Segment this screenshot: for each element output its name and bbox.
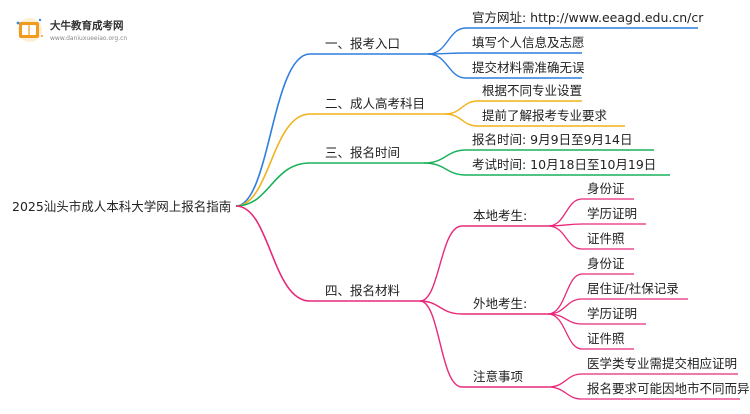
leaf-id-card: 身份证: [587, 256, 625, 271]
branch-label: 三、报名时间: [325, 145, 400, 160]
group-connector: [419, 300, 463, 388]
branch-exam-subjects: 二、成人高考科目 根据不同专业设置 提前了解报考专业要求: [235, 83, 625, 207]
leaf-id-card: 身份证: [587, 181, 625, 196]
leaf-connector: [427, 27, 467, 55]
group-nonlocal-candidates: 外地考生: 身份证 居住证/社保记录 学历证明 证件照: [419, 256, 688, 350]
group-label: 注意事项: [473, 369, 523, 384]
branch-registration-time: 三、报名时间 报名时间: 9月9日至9月14日 考试时间: 10月18日至10月…: [235, 132, 670, 207]
leaf-connector: [444, 100, 479, 115]
leaf-medical-proof: 医学类专业需提交相应证明: [587, 356, 737, 371]
group-connector: [419, 225, 463, 302]
group-local-candidates: 本地考生: 身份证 学历证明 证件照: [419, 181, 646, 302]
leaf-official-site: 官方网址: http://www.eeagd.edu.cn/cr: [472, 10, 704, 25]
logo: 大牛教育成考网 www.daniuxueeiao.org.cn: [16, 18, 127, 42]
leaf-fill-info: 填写个人信息及志愿: [472, 35, 585, 50]
root-title: 2025汕头市成人本科大学网上报名指南: [12, 199, 231, 214]
leaf-education-proof: 学历证明: [587, 206, 637, 221]
leaf-connector: [547, 198, 583, 227]
leaf-photo: 证件照: [587, 231, 625, 246]
leaf-photo: 证件照: [587, 331, 625, 346]
branch-label: 一、报考入口: [325, 36, 400, 51]
leaf-connector: [547, 273, 583, 315]
leaf-connector: [444, 113, 479, 127]
leaf-connector: [547, 373, 583, 388]
leaf-submit-materials: 提交材料需准确无误: [472, 60, 585, 75]
branch-registration-entry: 一、报考入口 官方网址: http://www.eeagd.edu.cn/cr …: [235, 10, 704, 207]
group-notes: 注意事项 医学类专业需提交相应证明 报名要求可能因地市不同而异: [419, 300, 750, 400]
leaf-know-requirements: 提前了解报考专业要求: [482, 108, 608, 123]
leaf-connector: [423, 149, 467, 164]
branch-connector: [235, 113, 311, 207]
leaf-connector: [423, 162, 467, 176]
leaf-connector: [547, 225, 583, 250]
branch-connector: [235, 53, 311, 207]
branch-connector: [235, 162, 311, 207]
branch-label: 四、报名材料: [325, 283, 401, 298]
branch-registration-materials: 四、报名材料 本地考生: 身份证 学历证明 证件照 外地考生: 身份证: [235, 181, 750, 400]
book-logo-icon: [16, 18, 43, 42]
leaf-connector: [547, 313, 583, 350]
leaf-connector: [547, 386, 583, 400]
group-label: 外地考生:: [473, 296, 527, 311]
leaf-connector: [547, 298, 583, 315]
leaf-registration-dates: 报名时间: 9月9日至9月14日: [472, 132, 632, 147]
leaf-connector: [427, 53, 467, 79]
group-label: 本地考生:: [473, 208, 527, 223]
logo-url: www.daniuxueeiao.org.cn: [50, 35, 127, 42]
leaf-regional-difference: 报名要求可能因地市不同而异: [587, 381, 750, 396]
branch-connector: [235, 205, 311, 302]
leaf-exam-dates: 考试时间: 10月18日至10月19日: [472, 157, 656, 172]
branch-label: 二、成人高考科目: [325, 96, 425, 111]
leaf-by-major: 根据不同专业设置: [482, 83, 582, 98]
group-connector: [419, 300, 463, 315]
leaf-residence-permit: 居住证/社保记录: [587, 281, 679, 296]
logo-title: 大牛教育成考网: [50, 19, 124, 32]
leaf-education-proof: 学历证明: [587, 306, 637, 321]
